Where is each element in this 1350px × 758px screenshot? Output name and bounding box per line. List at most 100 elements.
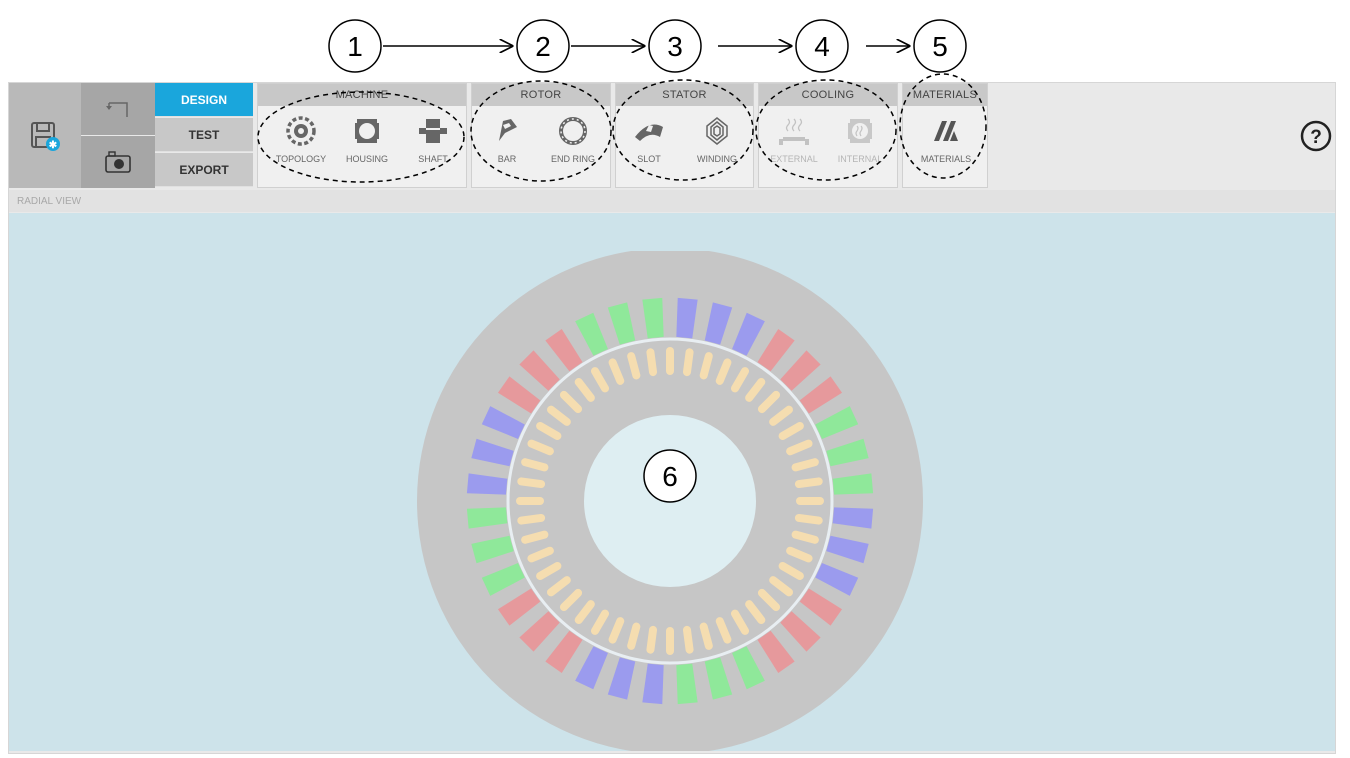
mode-design-button[interactable]: DESIGN bbox=[155, 83, 253, 117]
stator-slot bbox=[481, 563, 525, 596]
rotor-bar bbox=[646, 625, 658, 654]
rotor-bar bbox=[608, 358, 625, 385]
rotor-bar bbox=[527, 546, 554, 563]
rotor-bar bbox=[574, 377, 595, 402]
stator-slot bbox=[471, 438, 514, 467]
stator-slot bbox=[704, 302, 733, 345]
rotor-bar bbox=[521, 458, 549, 472]
rotor-bar bbox=[769, 405, 794, 426]
air-gap-ring bbox=[506, 337, 834, 665]
rotor-bar bbox=[769, 576, 794, 597]
external-cooling-tool[interactable]: EXTERNAL bbox=[763, 114, 825, 174]
shaft-tool[interactable]: SHAFT bbox=[402, 114, 464, 174]
stator-slot bbox=[642, 663, 664, 705]
stator-slot bbox=[780, 350, 821, 391]
materials-group: MATERIALS MATERIALS bbox=[902, 83, 988, 188]
stator-slot bbox=[826, 438, 869, 467]
stator-slot bbox=[497, 588, 541, 626]
topology-tool[interactable]: TOPOLOGY bbox=[270, 114, 332, 174]
rotor-bar bbox=[745, 600, 766, 625]
save-button[interactable]: ✱ bbox=[9, 83, 81, 188]
rotor-bar bbox=[715, 617, 732, 644]
rotor-bar bbox=[608, 617, 625, 644]
camera-icon bbox=[105, 151, 131, 173]
stator-slot bbox=[575, 312, 608, 356]
app-window: ✱ DESIGN TEST EXPORT MACHINE TOPOLOGY bbox=[8, 82, 1336, 754]
rotor-bar bbox=[627, 352, 641, 380]
rotor-bar bbox=[731, 367, 749, 393]
cooling-group: COOLING EXTERNAL INTERNAL bbox=[758, 83, 898, 188]
external-label: EXTERNAL bbox=[770, 154, 818, 164]
undo-button[interactable] bbox=[81, 83, 155, 135]
winding-tool[interactable]: WINDING bbox=[686, 114, 748, 174]
rotor-bar bbox=[559, 390, 583, 414]
rotor-bar bbox=[574, 600, 595, 625]
rotor-group: ROTOR BAR END RING bbox=[471, 83, 611, 188]
rotor-bar bbox=[778, 422, 804, 440]
motor-cross-section bbox=[417, 251, 923, 751]
help-button[interactable]: ? bbox=[1299, 119, 1333, 153]
rotor-bar bbox=[536, 422, 562, 440]
external-cooling-icon bbox=[779, 118, 809, 145]
end-ring-tool[interactable]: END RING bbox=[542, 114, 604, 174]
rotor-bar bbox=[794, 477, 823, 489]
rotor-bar bbox=[666, 347, 674, 375]
stator-slot bbox=[497, 376, 541, 414]
stator-group-title: STATOR bbox=[616, 84, 753, 106]
rotor-bar bbox=[517, 513, 546, 525]
rotor-bar-icon bbox=[499, 119, 517, 141]
internal-cooling-tool[interactable]: INTERNAL bbox=[829, 114, 891, 174]
snapshot-button[interactable] bbox=[81, 136, 155, 188]
mode-export-button[interactable]: EXPORT bbox=[155, 153, 253, 187]
rotor-bar bbox=[786, 439, 813, 456]
machine-group: MACHINE TOPOLOGY HOUSING SHAFT bbox=[257, 83, 467, 188]
winding-icon bbox=[706, 117, 728, 145]
rotor-bar bbox=[527, 439, 554, 456]
step-5-marker: 5 bbox=[913, 19, 967, 73]
svg-text:4: 4 bbox=[814, 31, 830, 62]
step-1-marker: 1 bbox=[328, 19, 382, 73]
stator-group: STATOR SLOT WINDING bbox=[615, 83, 754, 188]
stator-slot bbox=[799, 376, 843, 414]
stator-slot bbox=[575, 646, 608, 690]
stator-slot bbox=[826, 535, 869, 564]
rotor-bar bbox=[794, 513, 823, 525]
svg-text:1: 1 bbox=[347, 31, 363, 62]
rotor-bar bbox=[591, 367, 609, 393]
housing-tool[interactable]: HOUSING bbox=[336, 114, 398, 174]
housing-icon bbox=[355, 119, 379, 143]
housing-label: HOUSING bbox=[345, 154, 388, 164]
mode-test-button[interactable]: TEST bbox=[155, 118, 253, 152]
svg-text:3: 3 bbox=[667, 31, 683, 62]
slot-label: SLOT bbox=[637, 154, 661, 164]
stator-slot bbox=[732, 646, 765, 690]
rotor-bar bbox=[546, 576, 571, 597]
internal-label: INTERNAL bbox=[837, 154, 883, 164]
stator-slot bbox=[757, 328, 795, 372]
stator-slot bbox=[519, 350, 560, 391]
rotor-bar bbox=[791, 458, 819, 472]
rotor-bar bbox=[666, 627, 674, 655]
topology-label: TOPOLOGY bbox=[275, 154, 327, 164]
materials-label: MATERIALS bbox=[920, 154, 972, 164]
stator-slot bbox=[466, 507, 508, 529]
stator-slot bbox=[704, 657, 733, 700]
svg-text:?: ? bbox=[1310, 127, 1322, 148]
rotor-bar bbox=[682, 625, 694, 654]
stator-slot bbox=[642, 297, 664, 339]
save-disk-icon: ✱ bbox=[31, 121, 60, 151]
rotor-bar bbox=[745, 377, 766, 402]
rotor-bar bbox=[757, 588, 781, 612]
rotor-bar bbox=[731, 609, 749, 635]
shaft-icon bbox=[419, 119, 447, 143]
question-circle-icon: ? bbox=[1300, 120, 1332, 152]
bar-tool[interactable]: BAR bbox=[476, 114, 538, 174]
step-4-marker: 4 bbox=[795, 19, 849, 73]
radial-view-canvas[interactable] bbox=[9, 213, 1335, 751]
rotor-bar bbox=[516, 497, 544, 505]
stator-slot bbox=[545, 328, 583, 372]
stator-slot bbox=[832, 507, 874, 529]
materials-tool[interactable]: MATERIALS bbox=[915, 114, 977, 174]
materials-group-title: MATERIALS bbox=[903, 84, 987, 106]
slot-tool[interactable]: SLOT bbox=[618, 114, 680, 174]
